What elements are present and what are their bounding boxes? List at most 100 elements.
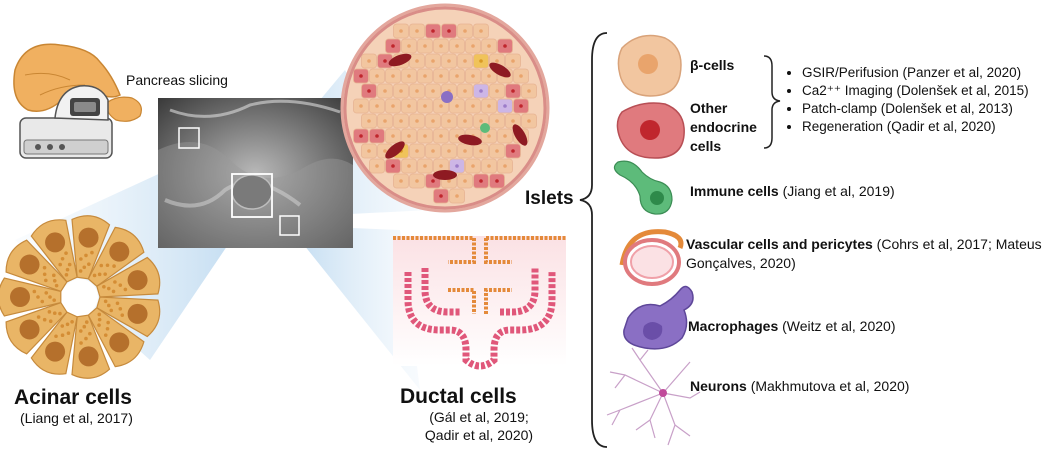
vascular-cells-name: Vascular cells and pericytes (686, 236, 873, 252)
islet-cell-nucleus (447, 119, 451, 123)
islet-cell-nucleus (375, 74, 379, 78)
islet-cell-nucleus (391, 164, 395, 168)
islet-cell-nucleus (447, 59, 451, 63)
islet-capillary (388, 53, 412, 67)
zymogen-granule (84, 253, 88, 258)
zymogen-granule (97, 312, 102, 317)
zymogen-granule (79, 257, 83, 261)
zymogen-granule (67, 262, 72, 267)
roi-box-acinar (178, 127, 200, 149)
islet-cell-nucleus (495, 59, 499, 63)
zymogen-granule (123, 287, 128, 292)
islet-cell-nucleus (367, 119, 371, 123)
zymogen-granule (52, 311, 57, 316)
microscopy-slice-image (158, 98, 353, 248)
zymogen-granule (44, 278, 48, 283)
islet-cell-nucleus (359, 104, 363, 108)
acinar-lumen (62, 279, 98, 315)
islet-immune-cell (480, 123, 490, 133)
acinar-nucleus (78, 227, 99, 248)
zymogen-granule (60, 333, 65, 338)
zymogen-granule (106, 320, 110, 325)
ductal-cells-title: Ductal cells (400, 385, 517, 408)
zymogen-granule (58, 262, 62, 267)
islet-cell-nucleus (399, 89, 403, 93)
islet-cell-nucleus (431, 29, 435, 33)
acinar-cells-reference: (Liang et al, 2017) (20, 410, 133, 426)
islet-cell-nucleus (479, 89, 483, 93)
other-endocrine-label-3: cells (690, 138, 722, 154)
acinar-nucleus (45, 341, 66, 362)
acinar-cells-title: Acinar cells (14, 386, 132, 409)
islet-cell-nucleus (415, 179, 419, 183)
islet-cell-nucleus (447, 29, 451, 33)
islet-cell-nucleus (383, 59, 387, 63)
islet-illustration (340, 3, 550, 213)
zymogen-granule (52, 298, 56, 302)
islet-cell-nucleus (415, 29, 419, 33)
zymogen-granule (109, 308, 114, 313)
zymogen-granule (36, 315, 41, 319)
islet-cell-nucleus (463, 89, 467, 93)
islet-cell-nucleus (439, 104, 443, 108)
other-endocrine-cell-icon (616, 102, 685, 159)
zymogen-granule (84, 320, 89, 324)
neurons-name: Neurons (690, 378, 747, 394)
zymogen-granule (99, 263, 104, 268)
islet-cell-nucleus (487, 134, 491, 138)
zymogen-granule (97, 323, 101, 327)
islet-cell-nucleus (471, 104, 475, 108)
zymogen-granule (105, 326, 110, 331)
ductal-cells-reference-1: (Gál et al, 2019; (429, 409, 529, 425)
islet-cell-nucleus (439, 74, 443, 78)
islet-cell-nucleus (511, 119, 515, 123)
islet-cell-nucleus (503, 104, 507, 108)
islet-capillary (489, 62, 511, 78)
zymogen-granule (103, 272, 107, 276)
neuron-icon (606, 347, 701, 446)
zymogen-granule (84, 336, 88, 341)
islet-cell-nucleus (487, 164, 491, 168)
islet-cell-nucleus (399, 119, 403, 123)
zymogen-granule (118, 283, 123, 287)
islet-cell-nucleus (479, 149, 483, 153)
islet-cell-nucleus (447, 149, 451, 153)
neurons-label: Neurons (Makhmutova et al, 2020) (690, 378, 909, 395)
islet-cell-nucleus (391, 74, 395, 78)
islet-cell-nucleus (383, 89, 387, 93)
islet-cell-nucleus (383, 149, 387, 153)
islets-label: Islets (525, 188, 574, 209)
reference-patch-clamp: Patch-clamp (Dolenšek et al, 2013) (802, 100, 1029, 118)
islet-cell-nucleus (367, 149, 371, 153)
zymogen-granule (111, 289, 116, 294)
islet-cell-nucleus (463, 149, 467, 153)
acinar-nucleus (10, 287, 30, 307)
islet-cell-nucleus (431, 119, 435, 123)
reference-regeneration: Regeneration (Qadir et al, 2020) (802, 118, 1029, 136)
zymogen-granule (90, 250, 94, 255)
zymogen-granule (97, 317, 102, 322)
islet-cell-nucleus (455, 134, 459, 138)
zymogen-granule (79, 341, 83, 345)
roi-box-duct (279, 215, 300, 236)
islet-cell-nucleus (415, 59, 419, 63)
islet-cell-nucleus (375, 104, 379, 108)
zymogen-granule (103, 333, 108, 337)
zymogen-granule (42, 265, 47, 270)
macrophage-icon (623, 285, 694, 350)
macrophages-label: Macrophages (Weitz et al, 2020) (688, 318, 896, 335)
roi-box-islet (231, 173, 273, 218)
islet-cell-nucleus (359, 134, 363, 138)
zymogen-granule (60, 324, 65, 328)
zymogen-granule (82, 324, 87, 329)
endocrine-brace (763, 55, 781, 149)
zymogen-granule (54, 283, 59, 288)
zymogen-granule (64, 251, 68, 255)
zymogen-granule (78, 329, 83, 333)
islet-cell-nucleus (431, 59, 435, 63)
acinus-illustration (0, 215, 161, 379)
zymogen-granule (60, 256, 65, 261)
islet-cell-nucleus (447, 179, 451, 183)
